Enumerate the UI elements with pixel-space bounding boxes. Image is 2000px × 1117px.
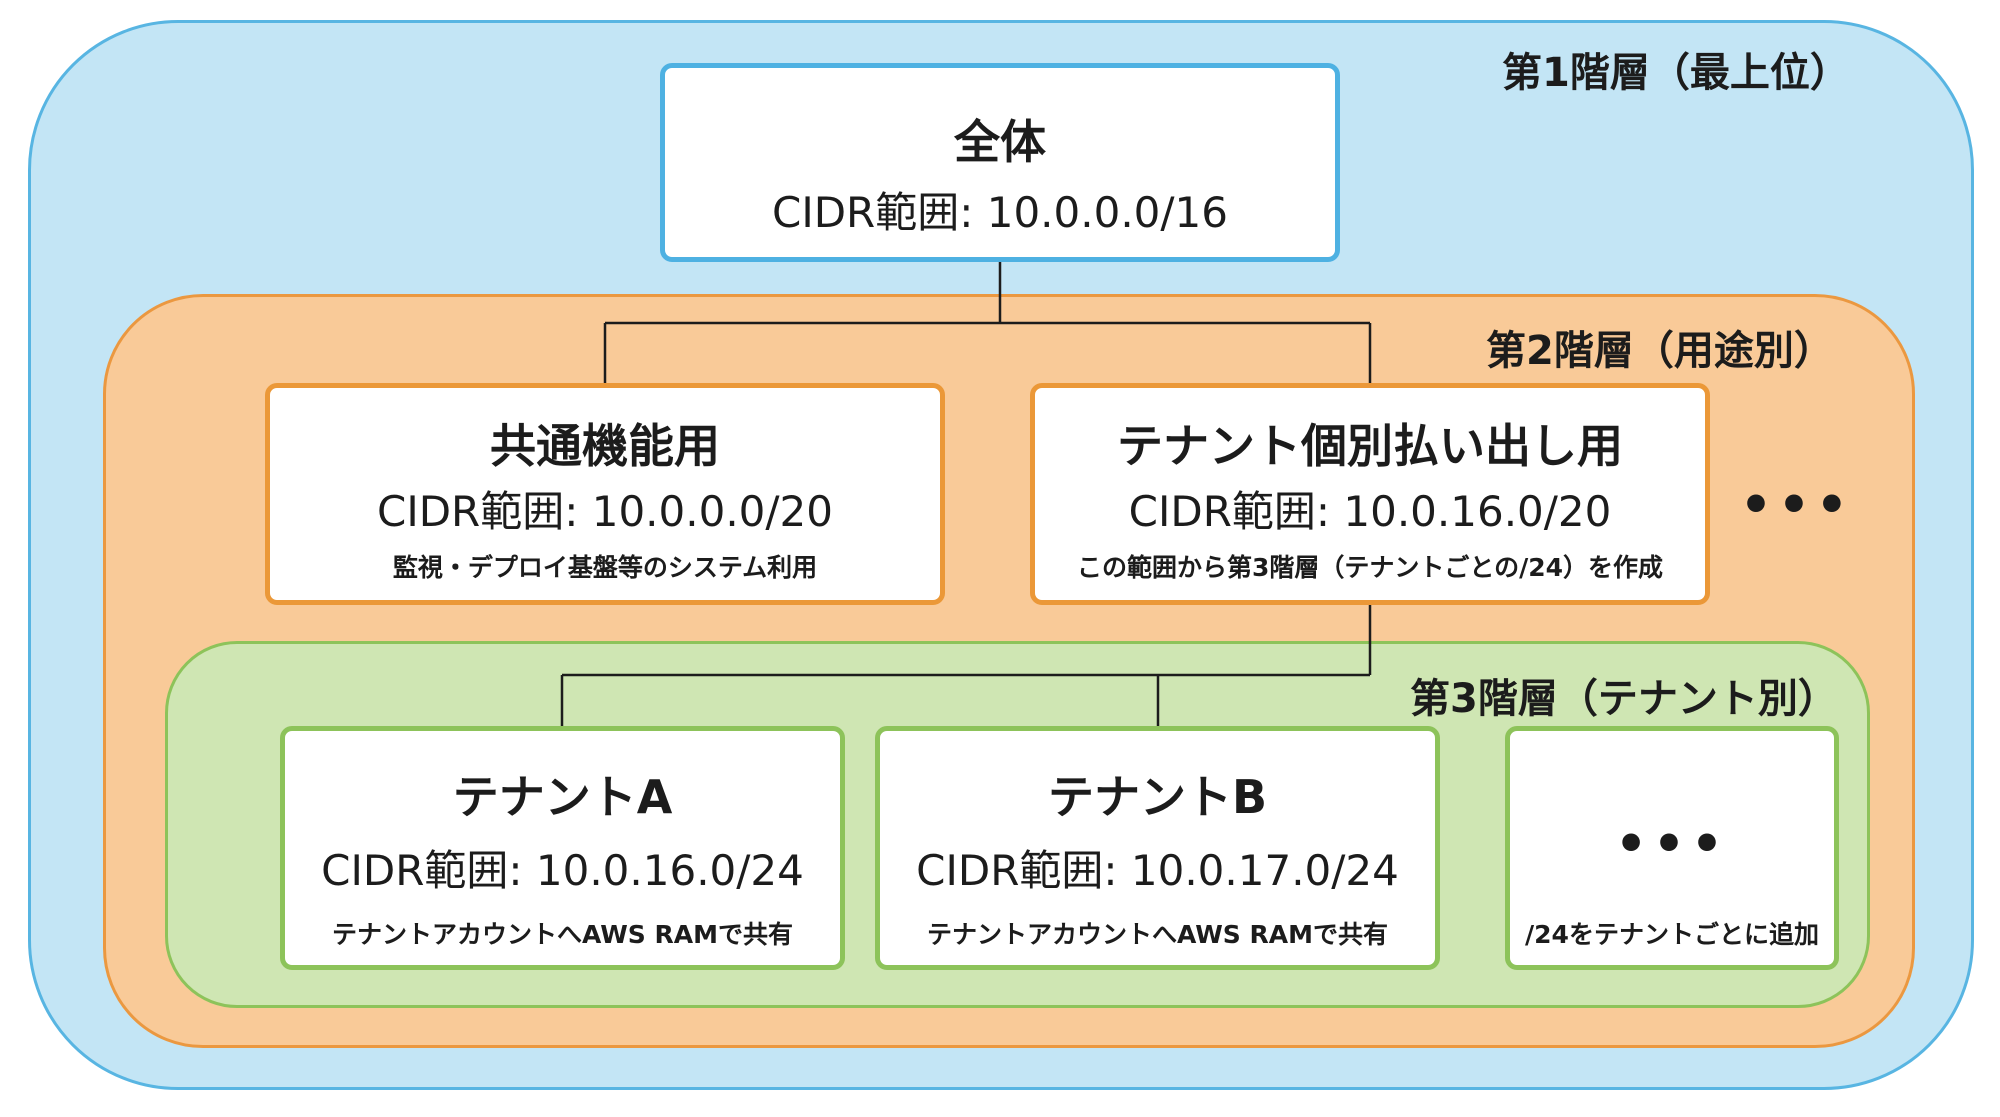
tenant-more-box: ••• /24をテナントごとに追加 [1505, 726, 1839, 970]
layer3-label: 第3階層（テナント別） [1410, 676, 1838, 722]
root-title: 全体 [954, 115, 1046, 169]
tenant-pool-note: この範囲から第3階層（テナントごとの/24）を作成 [1076, 553, 1664, 582]
tenant-more-ellipsis: ••• [1615, 815, 1729, 873]
tenant-pool-box: テナント個別払い出し用 CIDR範囲: 10.0.16.0/20 この範囲から第… [1030, 383, 1710, 605]
tenant-a-cidr: CIDR範囲: 10.0.16.0/24 [321, 846, 804, 895]
common-title: 共通機能用 [490, 419, 720, 473]
connector-root-to-layer2 [603, 262, 1372, 383]
layer2-label: 第2階層（用途別） [1486, 328, 1834, 374]
tenant-b-note: テナントアカウントへAWS RAMで共有 [927, 920, 1388, 949]
root-cidr: CIDR範囲: 10.0.0.0/16 [772, 188, 1228, 237]
tenant-a-note: テナントアカウントへAWS RAMで共有 [332, 920, 793, 949]
tenant-b-box: テナントB CIDR範囲: 10.0.17.0/24 テナントアカウントへAWS… [875, 726, 1440, 970]
common-box: 共通機能用 CIDR範囲: 10.0.0.0/20 監視・デプロイ基盤等のシステ… [265, 383, 945, 605]
tenant-b-cidr: CIDR範囲: 10.0.17.0/24 [916, 846, 1399, 895]
layer2-more-ellipsis: ••• [1740, 476, 1854, 534]
layer1-label: 第1階層（最上位） [1502, 50, 1850, 96]
common-cidr: CIDR範囲: 10.0.0.0/20 [377, 487, 833, 536]
tenant-a-box: テナントA CIDR範囲: 10.0.16.0/24 テナントアカウントへAWS… [280, 726, 845, 970]
common-note: 監視・デプロイ基盤等のシステム利用 [392, 553, 818, 582]
connector-pool-to-layer3 [560, 605, 1372, 726]
tenant-pool-title: テナント個別払い出し用 [1117, 419, 1623, 473]
tenant-pool-cidr: CIDR範囲: 10.0.16.0/20 [1128, 487, 1612, 536]
tenant-a-title: テナントA [452, 770, 673, 824]
root-box: 全体 CIDR範囲: 10.0.0.0/16 [660, 63, 1340, 262]
tenant-more-note: /24をテナントごとに追加 [1525, 920, 1819, 949]
tenant-b-title: テナントB [1047, 770, 1268, 824]
